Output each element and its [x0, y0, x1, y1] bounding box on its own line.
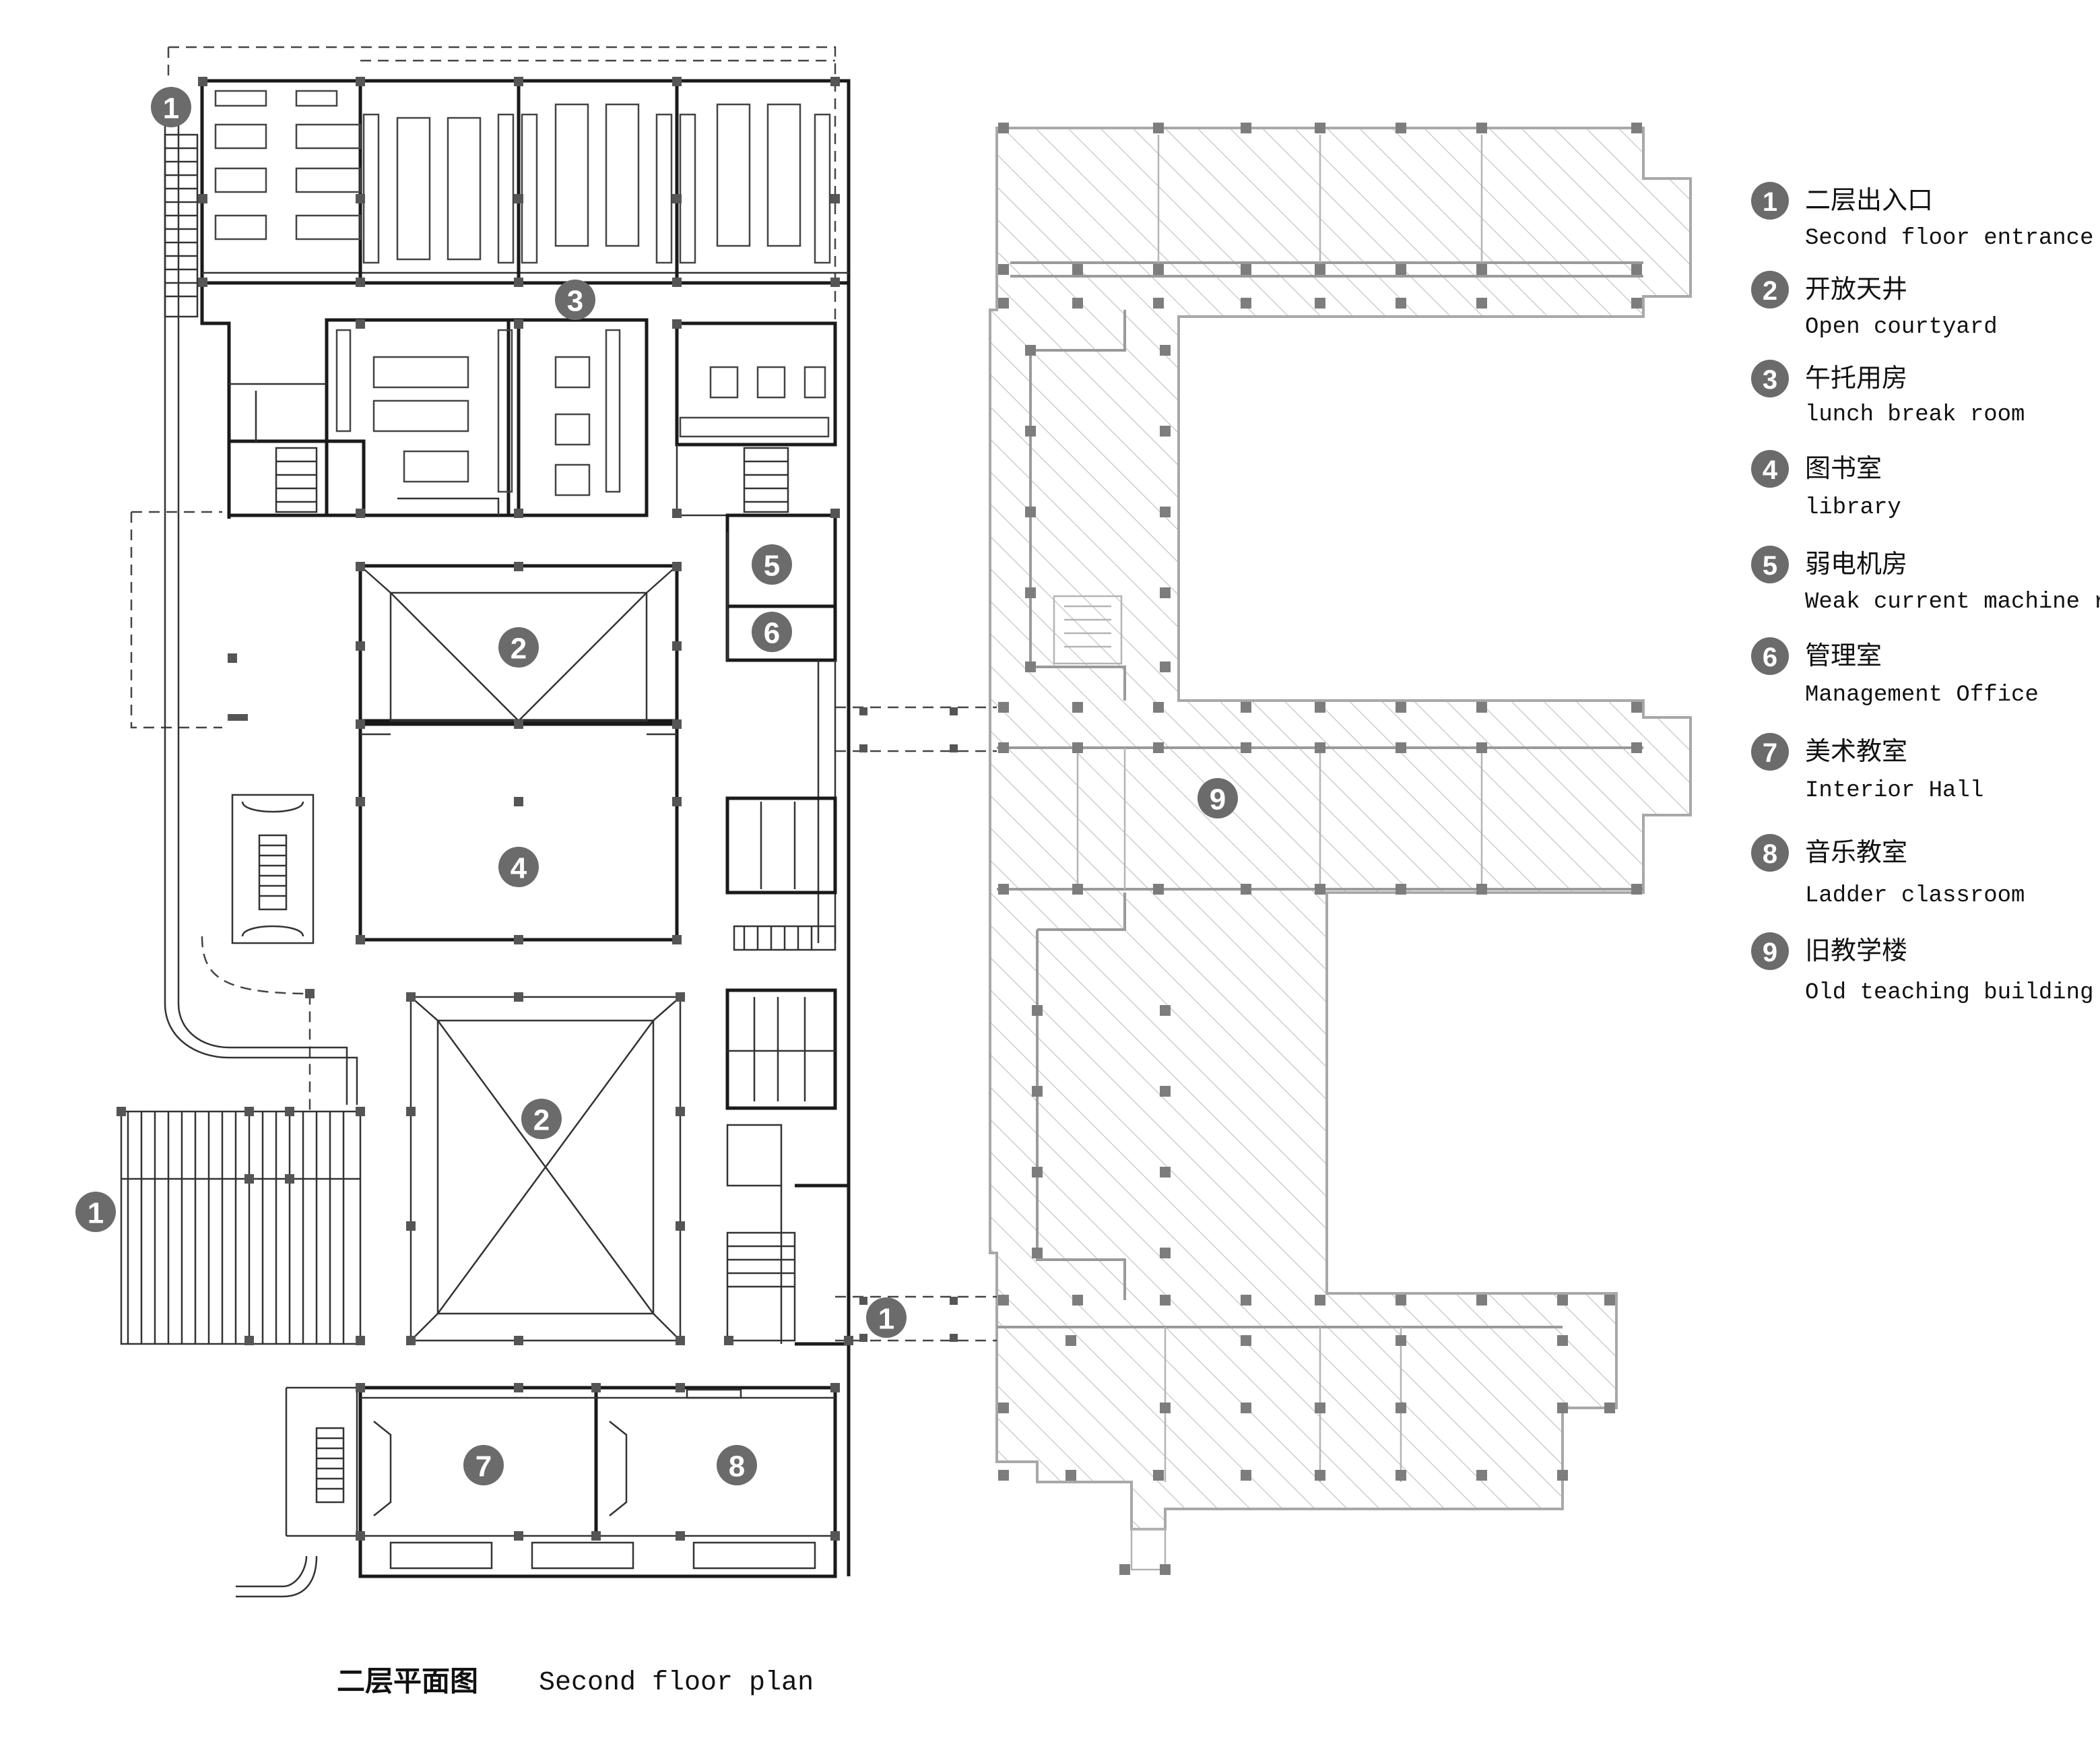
legend-item-9: 9 旧教学楼 Old teaching building [1751, 932, 2093, 1006]
toilet-blocks [725, 796, 837, 1187]
plan-marker-3: 3 [555, 280, 595, 320]
new-building [117, 46, 853, 1598]
plan-marker-2-upper: 2 [498, 627, 539, 668]
plan-marker-2-lower: 2 [521, 1099, 562, 1139]
legend-label-zh: 二层出入口 [1805, 185, 1933, 215]
legend-item-3: 3 午托用房 lunch break room [1751, 360, 2025, 428]
marker-label: 9 [1210, 783, 1226, 816]
marker-label: 1 [163, 92, 179, 125]
legend-label-zh: 弱电机房 [1805, 549, 1907, 579]
legend-label-zh: 午托用房 [1805, 363, 1907, 393]
legend-label-zh: 音乐教室 [1805, 837, 1907, 867]
legend-label-en: Ladder classroom [1805, 883, 2025, 909]
legend-number: 5 [1763, 551, 1777, 581]
plan-marker-9: 9 [1197, 778, 1238, 818]
legend-number: 8 [1763, 839, 1777, 869]
plan-marker-5: 5 [752, 544, 792, 585]
marker-label: 3 [567, 285, 583, 318]
title-en: Second floor plan [539, 1668, 814, 1698]
legend-label-en: Management Office [1805, 682, 2039, 708]
marker-label: 4 [511, 852, 527, 885]
legend-number: 6 [1763, 643, 1777, 672]
legend-number: 2 [1763, 276, 1777, 306]
legend-item-1: 1 二层出入口 Second floor entrance [1751, 182, 2093, 251]
marker-label: 2 [533, 1104, 550, 1137]
lower-courtyard [409, 996, 682, 1342]
drawing-title: 二层平面图 Second floor plan [337, 1665, 814, 1698]
library-room [358, 722, 679, 942]
legend-number: 3 [1763, 365, 1777, 395]
legend-label-en: Second floor entrance [1805, 226, 2093, 251]
legend-label-en: Interior Hall [1805, 778, 1983, 804]
legend-number: 1 [1763, 187, 1777, 217]
marker-label: 6 [764, 617, 780, 650]
plan-marker-7: 7 [463, 1445, 504, 1485]
marker-label: 1 [88, 1197, 104, 1230]
plan-marker-8: 8 [717, 1445, 757, 1485]
plan-marker-4: 4 [498, 847, 539, 887]
marker-label: 5 [764, 550, 780, 583]
top-classroom-desks [214, 90, 831, 264]
plan-marker-1-bridge: 1 [866, 1297, 907, 1338]
legend: 1 二层出入口 Second floor entrance 2 开放天井 Ope… [1751, 182, 2100, 1006]
legend-label-en: Open courtyard [1805, 315, 1998, 340]
plan-marker-1-west: 1 [75, 1192, 116, 1232]
plan-marker-6: 6 [752, 612, 792, 652]
old-teaching-building [989, 123, 1692, 1575]
legend-number: 4 [1763, 455, 1778, 485]
legend-label-zh: 开放天井 [1805, 274, 1907, 304]
connecting-bridges [835, 706, 997, 1342]
exterior-grand-stair [120, 1110, 362, 1345]
legend-item-7: 7 美术教室 Interior Hall [1751, 733, 1983, 804]
legend-item-4: 4 图书室 library [1751, 450, 1901, 521]
mid-west-stair [231, 794, 315, 944]
west-stair [164, 133, 199, 318]
structural-columns [117, 77, 853, 1541]
plan-marker-1-north: 1 [151, 87, 191, 127]
legend-item-8: 8 音乐教室 Ladder classroom [1751, 834, 2025, 909]
legend-number: 9 [1763, 938, 1777, 967]
legend-label-en: Old teaching building [1805, 980, 2093, 1006]
marker-label: 1 [878, 1303, 894, 1336]
legend-label-en: Weak current machine room [1805, 589, 2100, 615]
legend-label-zh: 美术教室 [1805, 736, 1907, 766]
legend-label-en: lunch break room [1805, 402, 2025, 428]
marker-label: 2 [511, 633, 527, 666]
legend-label-zh: 管理室 [1805, 641, 1882, 670]
marker-label: 8 [729, 1450, 745, 1483]
legend-label-zh: 旧教学楼 [1805, 936, 1907, 965]
legend-item-6: 6 管理室 Management Office [1751, 637, 2039, 708]
legend-label-zh: 图书室 [1805, 453, 1882, 483]
legend-number: 7 [1763, 738, 1777, 768]
legend-label-en: library [1805, 495, 1901, 521]
legend-item-2: 2 开放天井 Open courtyard [1751, 271, 1998, 340]
marker-label: 7 [475, 1450, 492, 1483]
lower-classrooms [358, 1386, 837, 1578]
legend-item-5: 5 弱电机房 Weak current machine room [1751, 546, 2100, 615]
title-zh: 二层平面图 [337, 1665, 478, 1698]
